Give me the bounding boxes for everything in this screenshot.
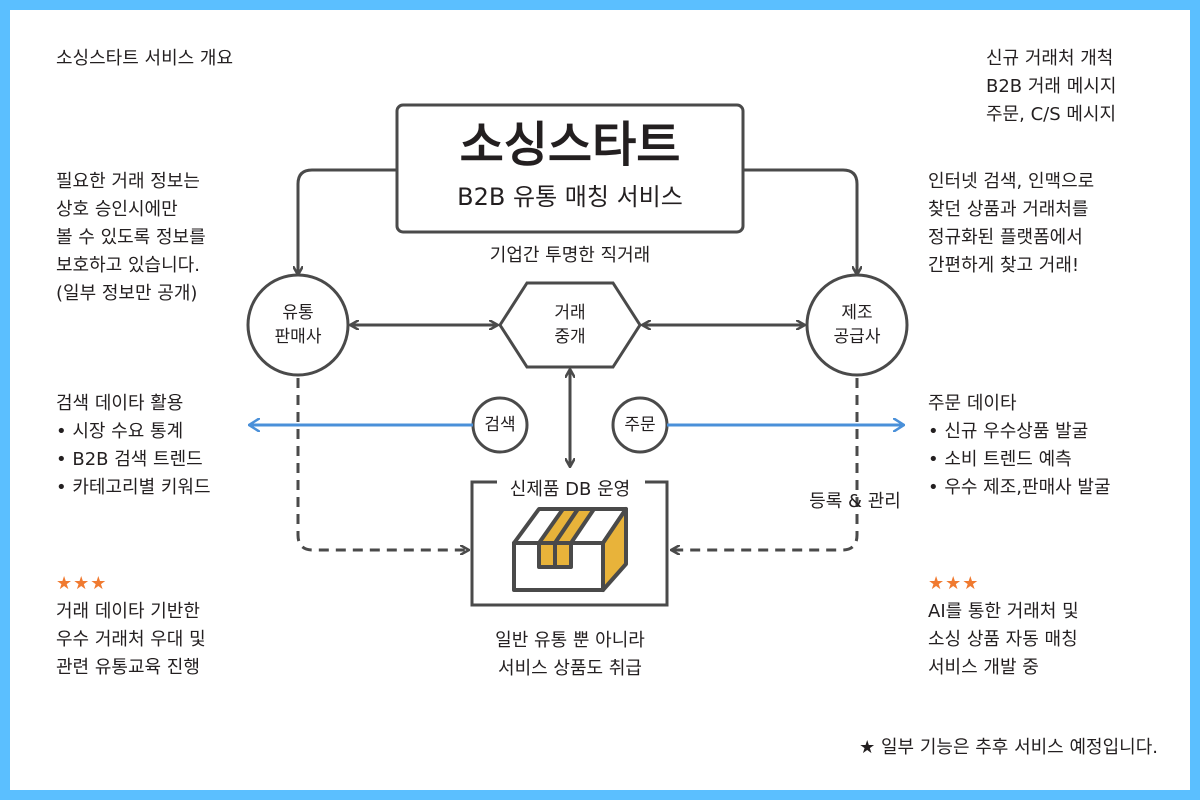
future-left: ★★★ 거래 데이타 기반한 우수 거래처 우대 및 관련 유통교육 진행 — [56, 570, 206, 682]
list-item: • 카테고리별 키워드 — [56, 477, 211, 498]
node-text: 판매사 — [274, 327, 322, 347]
info-line: B2B 거래 메시지 — [986, 76, 1117, 97]
overview-label: 소싱스타트 서비스 개요 — [56, 48, 234, 69]
info-line: 서비스 개발 중 — [928, 657, 1039, 678]
seller-node — [246, 273, 350, 377]
supplier-label: 제조 공급사 — [834, 301, 881, 349]
broker-label: 거래 중개 — [554, 301, 585, 349]
star-rating-icon: ★★★ — [56, 573, 108, 594]
info-line: 거래 데이타 기반한 — [56, 601, 200, 622]
info-line: (일부 정보만 공개) — [56, 283, 198, 304]
info-line: 정규화된 플랫폼에서 — [928, 227, 1083, 248]
top-right-info: 신규 거래처 개척 B2B 거래 메시지 주문, C/S 메시지 — [986, 45, 1116, 129]
search-data-title: 검색 데이타 활용 — [56, 393, 184, 414]
star-rating-icon: ★★★ — [928, 573, 980, 594]
list-item: • 우수 제조,판매사 발굴 — [928, 477, 1111, 498]
list-item: • 소비 트렌드 예측 — [928, 449, 1072, 470]
node-text: 제조 — [841, 303, 873, 323]
arrow-title-to-seller — [298, 168, 397, 274]
node-text: 유통 — [282, 303, 314, 323]
list-item: • 시장 수요 통계 — [56, 421, 184, 442]
footnote: ★ 일부 기능은 추후 서비스 예정입니다. — [859, 737, 1158, 758]
register-label: 등록 & 관리 — [809, 491, 901, 512]
list-item: • B2B 검색 트렌드 — [56, 449, 203, 470]
caption-line: 일반 유통 뿐 아니라 — [495, 630, 645, 651]
info-line: AI를 통한 거래처 및 — [928, 601, 1079, 622]
supplier-node — [805, 273, 909, 377]
info-line: 보호하고 있습니다. — [56, 255, 200, 276]
search-label: 검색 — [484, 415, 516, 435]
diagram-canvas: 소싱스타트 서비스 개요 신규 거래처 개척 B2B 거래 메시지 주문, C/… — [10, 10, 1190, 790]
info-line: 볼 수 있도록 정보를 — [56, 227, 206, 248]
node-text: 중개 — [554, 327, 586, 347]
service-subtitle: B2B 유통 매칭 서비스 — [457, 183, 683, 211]
info-line: 신규 거래처 개척 — [986, 48, 1114, 69]
direct-trade-label: 기업간 투명한 직거래 — [489, 245, 651, 266]
right-info: 인터넷 검색, 인맥으로 찾던 상품과 거래처를 정규화된 플랫폼에서 간편하게… — [928, 168, 1094, 280]
service-title: 소싱스타트 — [459, 117, 681, 173]
node-text: 거래 — [554, 303, 586, 323]
info-line: 간편하게 찾고 거래! — [928, 255, 1080, 276]
info-line: 소싱 상품 자동 매칭 — [928, 629, 1078, 650]
info-line: 인터넷 검색, 인맥으로 — [928, 171, 1095, 192]
broker-node — [498, 281, 642, 369]
list-item: • 신규 우수상품 발굴 — [928, 421, 1089, 442]
info-line: 찾던 상품과 거래처를 — [928, 199, 1089, 220]
search-data: 검색 데이타 활용 • 시장 수요 통계 • B2B 검색 트렌드 • 카테고리… — [56, 390, 211, 502]
db-bracket — [470, 480, 669, 607]
db-label: 신제품 DB 운영 — [509, 479, 631, 500]
order-label: 주문 — [624, 415, 656, 435]
info-line: 필요한 거래 정보는 — [56, 171, 200, 192]
order-data: 주문 데이타 • 신규 우수상품 발굴 • 소비 트렌드 예측 • 우수 제조,… — [928, 390, 1111, 502]
left-info: 필요한 거래 정보는 상호 승인시에만 볼 수 있도록 정보를 보호하고 있습니… — [56, 168, 206, 308]
caption-line: 서비스 상품도 취급 — [498, 658, 642, 679]
dashed-seller-to-db — [296, 378, 468, 550]
info-line: 우수 거래처 우대 및 — [56, 629, 206, 650]
db-caption: 일반 유통 뿐 아니라 서비스 상품도 취급 — [495, 627, 645, 683]
node-text: 공급사 — [833, 327, 881, 347]
diagram-graphics — [246, 103, 909, 607]
seller-label: 유통 판매사 — [275, 301, 322, 349]
info-line: 상호 승인시에만 — [56, 199, 178, 220]
info-line: 주문, C/S 메시지 — [986, 104, 1117, 125]
future-right: ★★★ AI를 통한 거래처 및 소싱 상품 자동 매칭 서비스 개발 중 — [928, 570, 1079, 682]
box-icon — [512, 507, 628, 592]
arrow-title-to-supplier — [743, 168, 857, 274]
info-line: 관련 유통교육 진행 — [56, 657, 200, 678]
dashed-supplier-to-db — [672, 378, 859, 550]
order-data-title: 주문 데이타 — [928, 393, 1017, 414]
